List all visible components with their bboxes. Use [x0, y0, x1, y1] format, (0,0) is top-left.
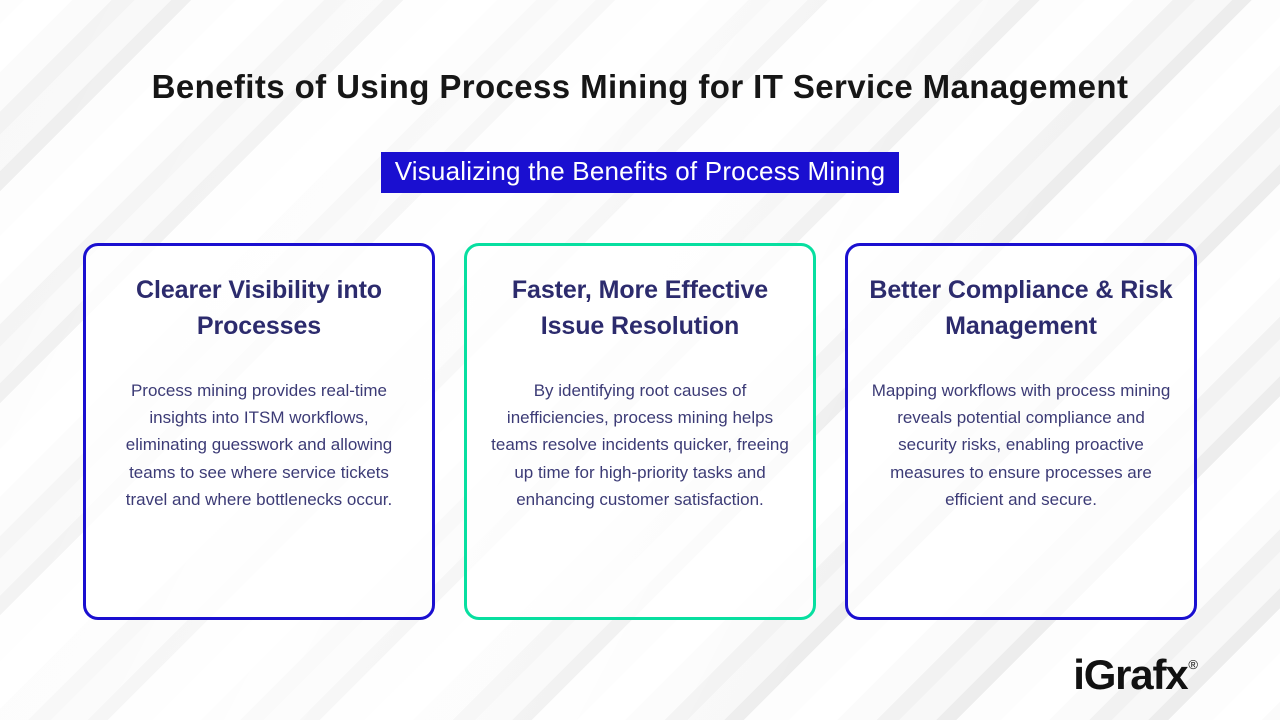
page-title: Benefits of Using Process Mining for IT …: [151, 68, 1129, 105]
registered-trademark-icon: ®: [1188, 657, 1198, 672]
benefit-card-3[interactable]: Better Compliance & Risk Management Mapp…: [845, 243, 1197, 620]
benefit-card-2[interactable]: Faster, More Effective Issue Resolution …: [464, 243, 816, 620]
benefit-card-3-heading: Better Compliance & Risk Management: [869, 276, 1173, 340]
benefit-card-2-body: By identifying root causes of inefficien…: [491, 381, 789, 509]
igrafx-logo-wordmark: iGrafx: [1073, 651, 1188, 698]
benefit-card-1-body: Process mining provides real-time insigh…: [125, 381, 393, 509]
benefit-cards-row: Clearer Visibility into Processes Proces…: [83, 243, 1197, 620]
igrafx-logo: iGrafx ®: [1073, 654, 1198, 696]
benefit-card-2-heading: Faster, More Effective Issue Resolution: [511, 276, 769, 340]
subtitle-banner: Visualizing the Benefits of Process Mini…: [380, 152, 900, 194]
benefit-card-3-body: Mapping workflows with process mining re…: [871, 381, 1171, 509]
benefit-card-1-heading: Clearer Visibility into Processes: [136, 276, 382, 340]
subtitle-banner-container: Visualizing the Benefits of Process Mini…: [0, 152, 1280, 194]
benefit-card-1[interactable]: Clearer Visibility into Processes Proces…: [83, 243, 435, 620]
